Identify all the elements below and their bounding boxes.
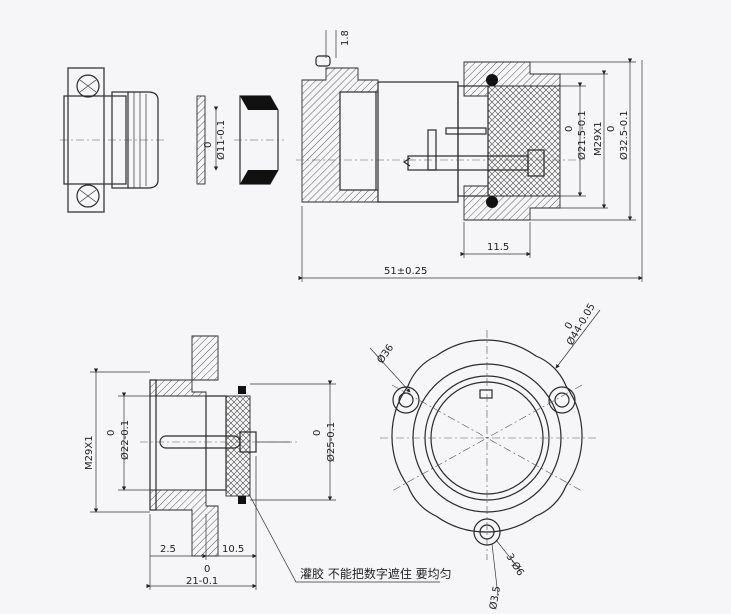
dim-m29-bottom: M29X1 [84,435,95,470]
potting-note: 灌胶 不能把数字遮住 要均匀 [300,566,452,581]
dim-21-tol: 0 [204,564,210,575]
dim-m29-top: M29X1 [593,121,604,156]
clamp-part [60,67,164,213]
dim-11-tol: 0 [203,142,214,148]
dim-21-5: Ø21.5-0.1 [576,110,588,160]
dim-2-5: 2.5 [160,544,176,555]
flange-front-view [369,309,601,597]
seal-part [234,95,284,185]
dim-11: Ø11-0.1 [215,120,227,160]
dim-25: Ø25-0.1 [325,422,337,462]
dim-10-5: 10.5 [222,544,244,555]
dim-22: Ø22-0.1 [119,420,131,460]
dim-21-5-tol: 0 [564,126,575,132]
connector-section-bottom [140,335,300,557]
dim-21: 21-0.1 [186,576,218,587]
dim-11-5: 11.5 [487,242,509,253]
dim-3-6: 3-Ø6 [503,551,526,578]
mount-hole-icon [548,386,576,414]
dim-44-tol: 0 [563,320,576,331]
dim-32-5-tol: 0 [606,126,617,132]
mount-hole-icon [392,386,420,414]
dim-25-tol: 0 [312,430,323,436]
dim-1-8: 1.8 [340,30,351,46]
screw-icon [76,74,100,98]
connector-section-top [296,55,580,221]
top-dimensions [213,30,643,282]
dim-32-5: Ø32.5-0.1 [618,110,630,160]
washer-part [196,95,206,185]
dim-36: Ø36 [375,342,397,366]
dim-3-5: Ø3.5 [487,585,503,611]
bottom-dimensions [90,368,440,590]
dim-51: 51±0.25 [384,266,427,277]
screw-icon [76,184,100,208]
dim-22-tol: 0 [106,430,117,436]
